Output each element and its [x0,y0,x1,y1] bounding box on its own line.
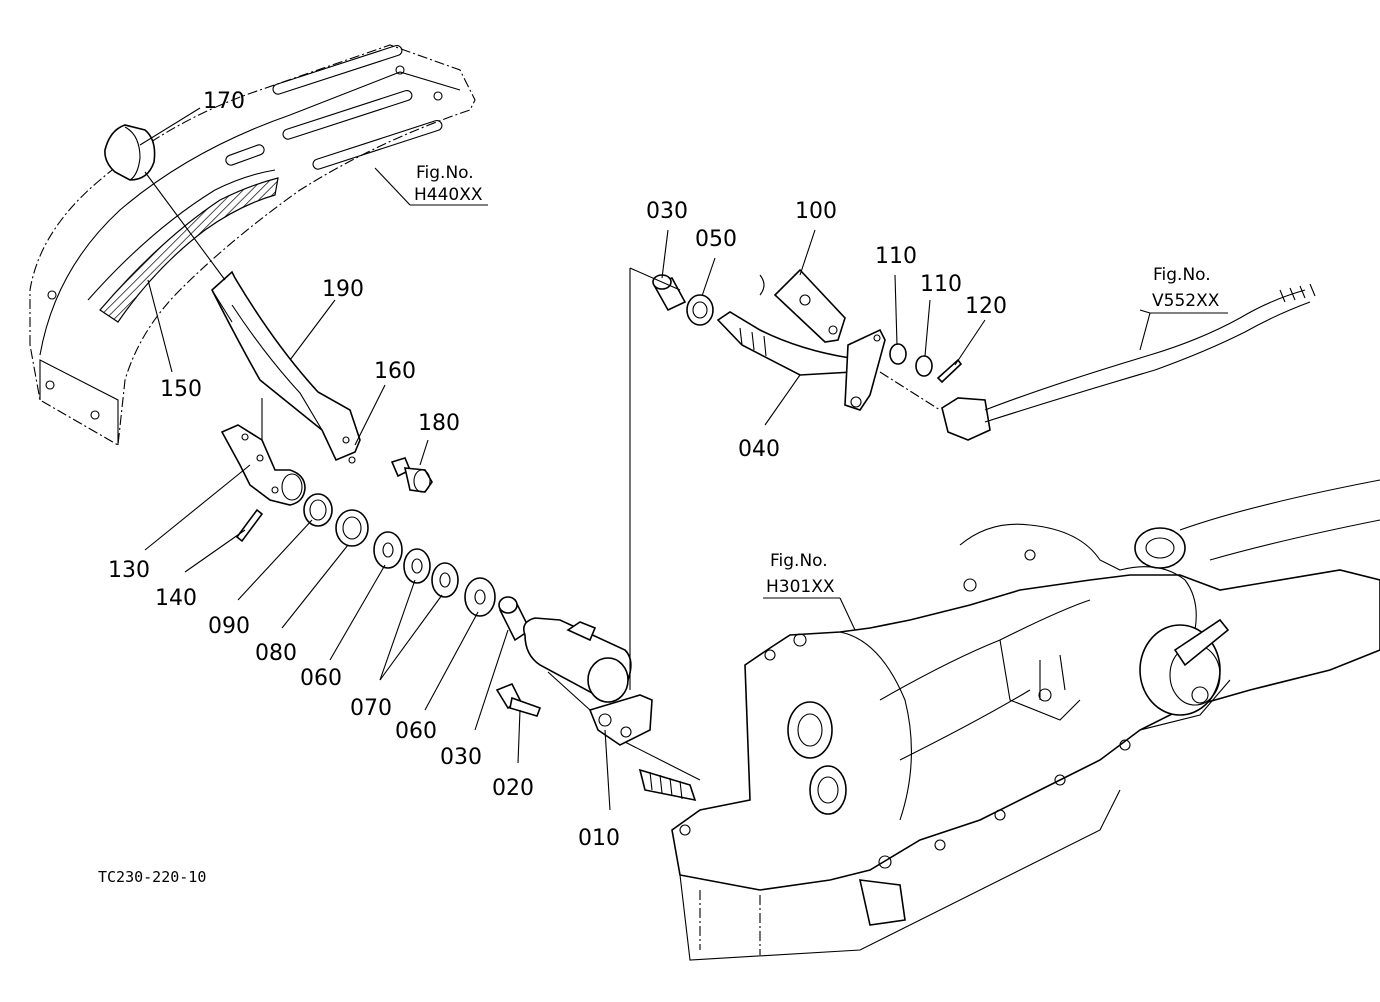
bushing-090 [303,493,333,527]
spring-pin [235,508,264,543]
label-070: 070 [350,696,392,721]
lift-rod [879,283,1316,441]
lever-guide-slot [99,177,279,323]
lever-bracket [220,398,306,506]
label-030-a: 030 [440,745,482,770]
cotter-pin-120 [936,358,963,384]
label-160: 160 [374,359,416,384]
label-140: 140 [155,586,197,611]
label-050: 050 [695,227,737,252]
washer-060-a [373,531,403,569]
label-120: 120 [965,294,1007,319]
lever-shaft [522,617,653,746]
fig-ref-v552-code: V552XX [1152,291,1220,311]
position-lever [144,171,361,464]
collar-080 [335,509,369,547]
fig-ref-v552-caption: Fig.No. [1153,265,1211,285]
label-060-a: 060 [300,666,342,691]
part-labels: 170 150 190 160 180 130 140 090 080 060 … [108,89,1007,851]
lever-knob [104,124,156,181]
spring-washer-070-a [403,548,431,584]
collar-050 [686,294,714,326]
label-110-a: 110 [875,244,917,269]
bushing-030-a [498,596,532,642]
drawing-code: TC230-220-10 [98,868,206,886]
label-190: 190 [322,277,364,302]
label-020: 020 [492,776,534,801]
label-080: 080 [255,641,297,666]
label-130: 130 [108,558,150,583]
guide-plate [29,44,476,446]
washer-110-b [915,355,933,377]
label-090: 090 [208,614,250,639]
label-010: 010 [578,826,620,851]
label-150: 150 [160,377,202,402]
washer-060-b [464,577,496,617]
label-170: 170 [203,89,245,114]
hitch-housing [638,479,1380,961]
lift-shaft-arm [716,311,886,411]
label-030-b: 030 [646,199,688,224]
fig-ref-h301-caption: Fig.No. [770,551,828,571]
label-100: 100 [795,199,837,224]
fig-ref-h440-caption: Fig.No. [416,163,474,183]
fig-ref-h440-code: H440XX [414,185,483,205]
hex-bolt [390,457,433,493]
leader-lines [139,107,1228,811]
fig-ref-h301-code: H301XX [766,577,835,597]
label-180: 180 [418,411,460,436]
spring-washer-070-b [431,562,459,598]
label-110-b: 110 [920,272,962,297]
washer-110-a [889,343,907,365]
label-060-b: 060 [395,719,437,744]
label-040: 040 [738,437,780,462]
figure-references: Fig.No. H440XX Fig.No. V552XX Fig.No. H3… [414,163,1220,597]
arm-100 [759,268,846,343]
set-screw [495,682,542,717]
